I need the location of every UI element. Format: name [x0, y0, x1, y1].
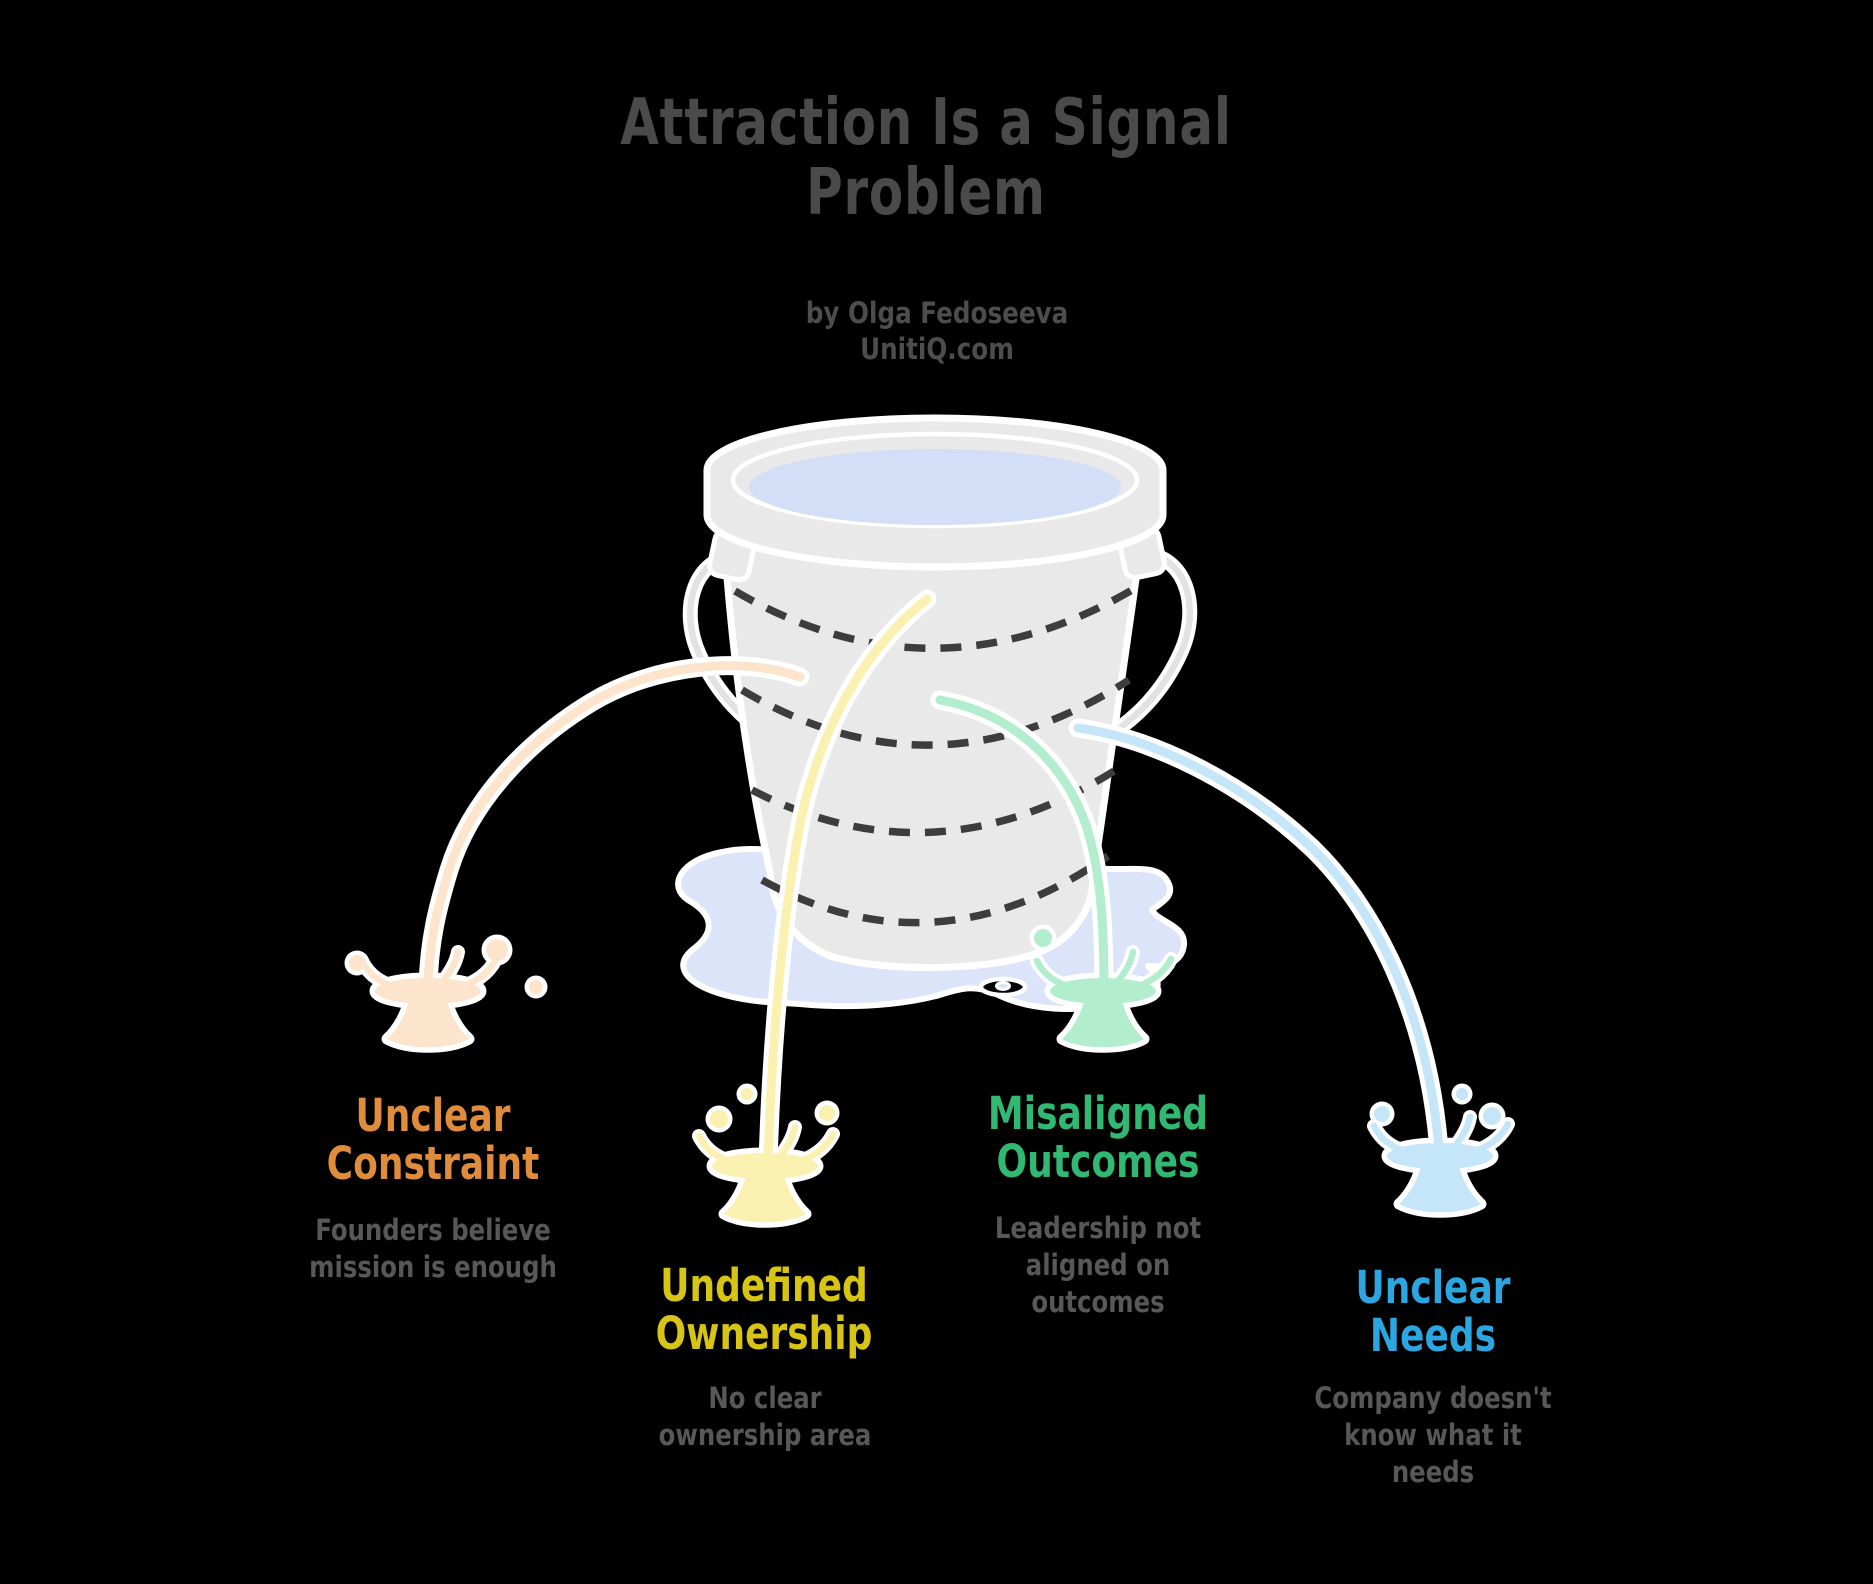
label-unclear-needs: Unclear Needs [1355, 1261, 1511, 1362]
bucket-body [703, 414, 1167, 972]
desc-unclear-constraint: Founders believe mission is enough [309, 1213, 557, 1284]
leak-stream-unclear-constraint [344, 656, 810, 1053]
leak-stream-undefined-ownership [692, 589, 937, 1228]
desc-misaligned-outcomes: Leadership not aligned on outcomes [994, 1211, 1202, 1319]
label-misaligned-outcomes: Misaligned Outcomes [987, 1087, 1209, 1188]
puddle-ring-splash [978, 976, 1028, 998]
byline-author: by Olga Fedoseeva [805, 296, 1069, 330]
desc-unclear-needs: Company doesn't know what it needs [1314, 1381, 1552, 1489]
byline-site: UnitiQ.com [860, 332, 1014, 366]
label-unclear-constraint: Unclear Constraint [326, 1089, 540, 1190]
bucket-handle-right [1092, 546, 1198, 748]
byline: by Olga Fedoseeva UnitiQ.com [806, 295, 1069, 367]
leak-stream-unclear-needs [1068, 718, 1515, 1218]
label-undefined-ownership: Undefined Ownership [655, 1259, 873, 1360]
page-title: Attraction Is a Signal Problem [620, 86, 1232, 230]
water-surface [749, 449, 1121, 525]
leak-stream-misaligned-outcomes [930, 690, 1178, 1053]
desc-undefined-ownership: No clear ownership area [658, 1381, 872, 1452]
